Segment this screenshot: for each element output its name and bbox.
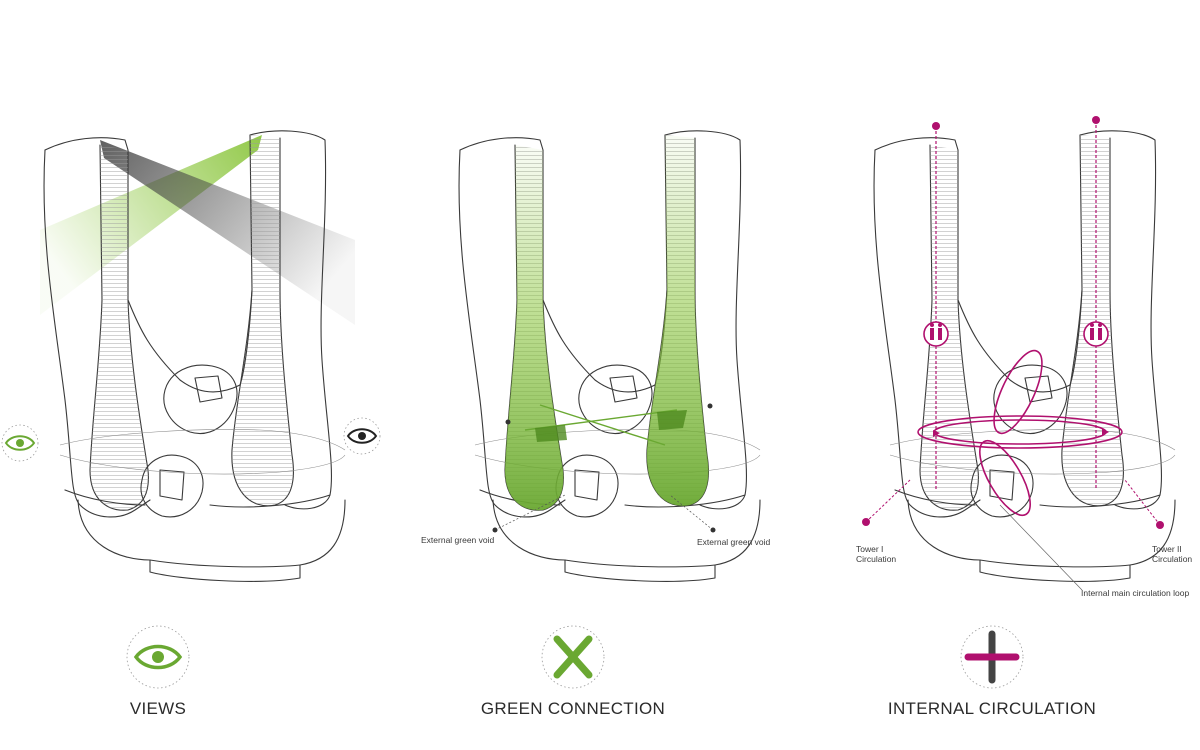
annotation-external-void-left: External green void	[421, 535, 495, 545]
annotation-internal-loop: Internal main circulation loop	[1081, 588, 1189, 598]
eye-icon-left	[1, 424, 39, 462]
cross-icon	[541, 625, 605, 689]
green-void-left	[505, 145, 564, 511]
eye-icon-right	[343, 417, 381, 455]
annotation-external-void-right: External green void	[697, 537, 771, 547]
grey-view-ray	[100, 140, 355, 325]
lift-icon-tower-1	[923, 321, 949, 347]
green-void-right	[646, 135, 709, 506]
green-view-ray	[40, 135, 262, 315]
building-green	[458, 130, 761, 582]
eye-icon	[126, 625, 190, 689]
annotation-tower-1: Tower I Circulation	[856, 544, 896, 564]
panel-title-internal-circulation: INTERNAL CIRCULATION	[888, 699, 1096, 718]
panel-title-green-connection: GREEN CONNECTION	[481, 699, 665, 718]
annotation-tower-2: Tower II Circulation	[1152, 544, 1192, 564]
panel-internal-circulation: Tower I Circulation Tower II Circulation…	[856, 116, 1192, 718]
panel-views: VIEWS	[1, 130, 381, 718]
lift-icon-tower-2	[1083, 321, 1109, 347]
panel-title-views: VIEWS	[130, 699, 186, 718]
panel-green-connection: External green void External green void …	[421, 130, 771, 718]
plus-icon	[960, 625, 1024, 689]
